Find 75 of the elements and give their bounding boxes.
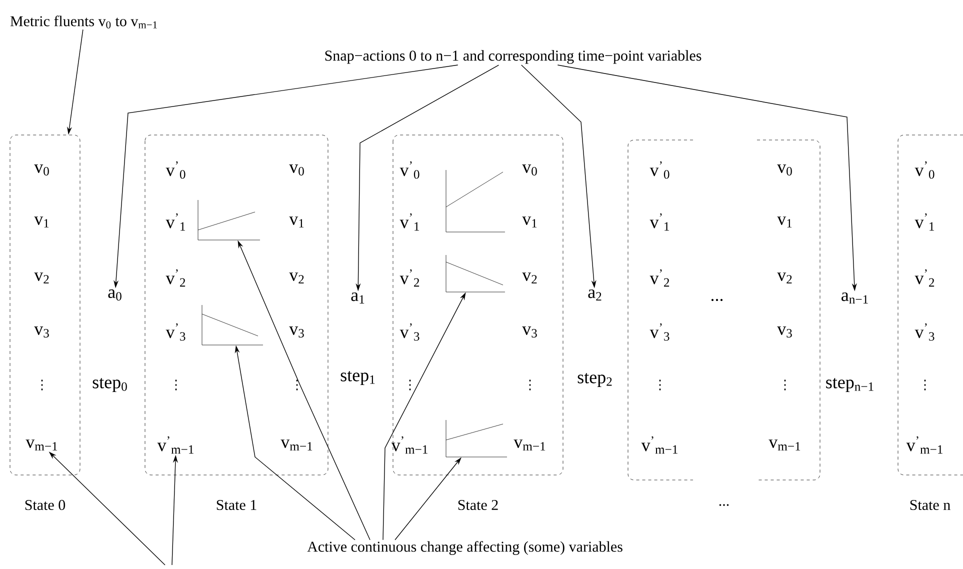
variable-label: v$_{1}$ [522,216,537,228]
line-graph-icon [446,420,508,458]
line-graph-icon [446,170,506,232]
variable-label: v$_{3}$ [522,326,537,338]
variable-label: v$^{’}$1 [400,213,419,231]
variable-label: ⋮ [924,380,926,390]
variable-label: v$^{’}$1 [650,213,669,231]
state-label: State 1 [214,498,258,512]
state-label: State n [908,498,952,512]
variable-label: v$_{1}$ [34,216,49,228]
variable-label: v$^{’}$0 [914,161,934,179]
variable-label: v$_{3}$ [34,326,49,338]
variable-label: v$_{2}$ [34,272,49,284]
variable-label: v$_{3}$ [289,326,304,338]
variable-label: ⋮ [175,380,177,390]
variable-label: v$^{’}$2 [166,269,186,287]
variable-label: ⋮ [296,380,298,390]
state-label: State 2 [456,498,500,512]
line-graph-icon [202,304,264,346]
variable-label: v$^{’}$m−1 [641,436,678,454]
variable-label: v$^{’}$1 [166,213,185,231]
variable-label: v$^{’}$3 [400,323,420,341]
variable-label: v$^{’}$0 [166,161,186,179]
variable-label: v$^{’}$2 [400,269,420,287]
variable-label: v$_{0}$ [777,164,792,176]
variable-label: ⋮ [409,380,411,390]
variable-label: v$^{’}$0 [650,161,670,179]
variable-label: v$^{’}$3 [650,323,670,341]
variable-label: v$_{1}$ [777,216,792,228]
variable-label: v$^{’}$m−1 [906,436,942,454]
variable-label: v$_{2}$ [522,272,537,284]
variable-label: v$_{0}$ [289,164,304,176]
state-label: State 0 [23,498,67,512]
dashed-box [628,140,820,480]
annotation-text: Metric fluents v$_{0}$ to v$_{m−1}$ [10,16,157,28]
variable-label: v$_{0}$ [522,164,537,176]
step-label: step$_{2}$ [578,373,612,387]
annotation-text: Snap−actions 0 to n−1 and corresponding time−point variables [325,50,702,64]
annotation-text: Active continuous change affecting (some) variables [307,541,622,555]
variable-label: v$^{’}$1 [914,213,934,231]
variable-label: v$_{2}$ [289,272,304,284]
step-label: step$_{0}$ [92,378,127,392]
variable-label: v$^{’}$3 [166,323,186,341]
variable-label: v$^{’}$m−1 [391,436,428,454]
variable-label: ⋮ [529,380,531,390]
action-label: a$_{n−1}$ [842,292,868,304]
action-label: a$_{0}$ [108,289,122,301]
ellipsis: ... [711,298,723,302]
variable-label: v$^{’}$m−1 [157,436,194,454]
line-graph-icon [198,200,260,240]
variable-label: v$_{m−1}$ [514,440,546,450]
step-label: step$_{n−1}$ [826,378,874,392]
variable-label: v$^{’}$2 [650,269,670,287]
variable-label: v$_{2}$ [777,272,792,284]
dashed-box [10,134,80,476]
variable-label: v$^{’}$3 [914,323,934,341]
state-label: ... [717,503,731,507]
variable-label: ⋮ [659,380,661,390]
step-label: step$_{1}$ [340,371,375,385]
dashed-box [144,134,328,476]
variable-label: v$^{’}$0 [400,161,420,179]
variable-label: v$_{m−1}$ [768,440,800,450]
action-label: a$_{2}$ [588,289,602,301]
action-label: a$_{1}$ [351,292,364,304]
variable-label: v$_{1}$ [289,216,304,228]
dashed-box [392,134,564,476]
variable-label: ⋮ [41,380,43,390]
dashed-box [898,134,963,476]
variable-label: v$^{’}$2 [914,269,934,287]
variable-label: v$_{0}$ [34,164,49,176]
variable-label: v$_{m−1}$ [280,440,312,450]
variable-label: ⋮ [784,380,786,390]
line-graph-icon [446,254,506,292]
variable-label: v$_{m−1}$ [26,440,58,450]
variable-label: v$_{3}$ [777,326,792,338]
